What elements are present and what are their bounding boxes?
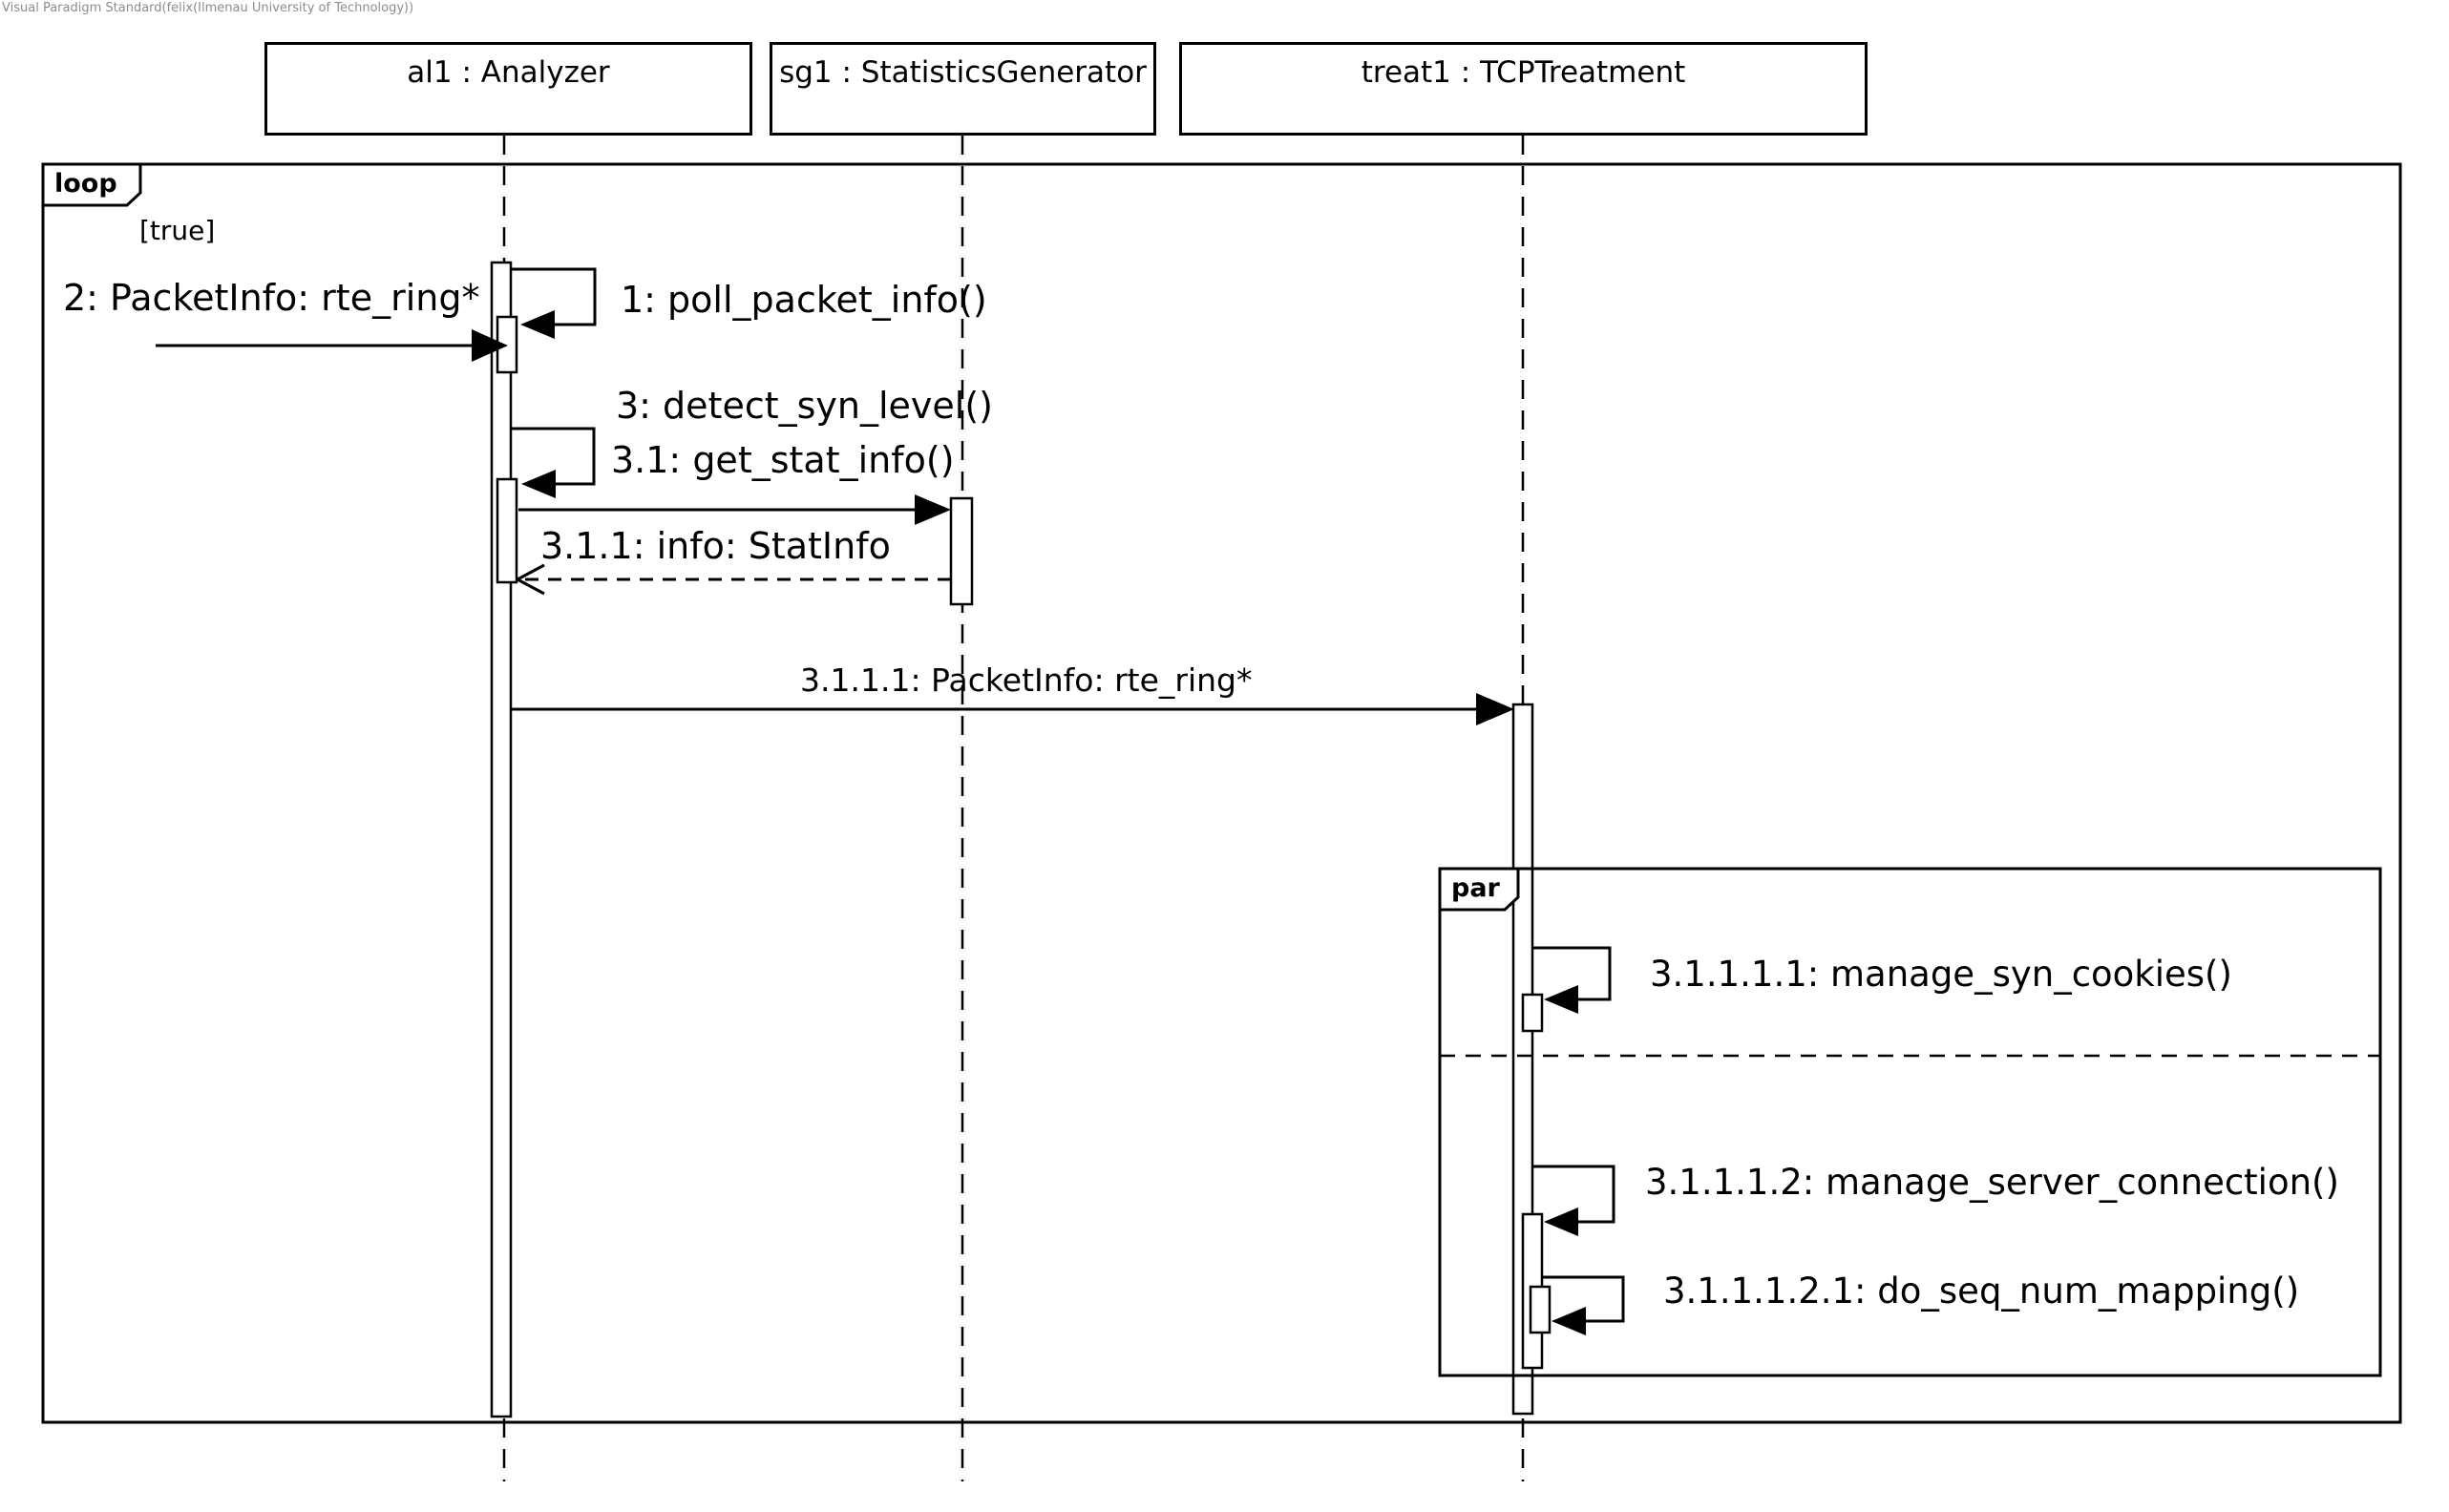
- par-fragment-frame[interactable]: [1438, 867, 2382, 1377]
- message-3-1-1-1-2-1-label[interactable]: 3.1.1.1.2.1: do_seq_num_mapping(): [1663, 1270, 2300, 1312]
- lifeline-head-treat1[interactable]: treat1 : TCPTreatment: [1179, 42, 1868, 136]
- activation-sg1[interactable]: [949, 496, 974, 606]
- message-3-1-1-open-arrowhead-icon: [517, 563, 545, 596]
- par-operator-pentagon: [1438, 867, 1520, 912]
- activation-al1-nested-2[interactable]: [496, 477, 518, 584]
- message-2-label[interactable]: 2: PacketInfo: rte_ring*: [63, 277, 480, 319]
- message-1-label[interactable]: 1: poll_packet_info(): [621, 279, 987, 321]
- message-3-1-1-1-label[interactable]: 3.1.1.1: PacketInfo: rte_ring*: [800, 662, 1253, 699]
- message-3-1-1-1-2-1-line[interactable]: [1542, 1275, 1625, 1323]
- message-1-line[interactable]: [511, 267, 597, 326]
- message-3-1-1-1-arrowhead-icon: [1476, 693, 1514, 725]
- message-3-arrowhead-icon: [521, 470, 556, 498]
- message-3-label[interactable]: 3: detect_syn_level(): [616, 385, 994, 427]
- message-3-1-label[interactable]: 3.1: get_stat_info(): [611, 439, 955, 481]
- message-3-1-1-1-2-label[interactable]: 3.1.1.1.2: manage_server_connection(): [1645, 1162, 2339, 1203]
- lifeline-head-sg1[interactable]: sg1 : StatisticsGenerator: [770, 42, 1156, 136]
- message-3-1-1-1-2-arrowhead-icon: [1544, 1208, 1578, 1236]
- watermark: Visual Paradigm Standard(felix(Ilmenau U…: [2, 1, 414, 15]
- loop-operator-label: loop: [54, 169, 117, 199]
- message-3-1-1-1-1-arrowhead-icon: [1544, 985, 1578, 1014]
- message-1-arrowhead-icon: [520, 310, 555, 339]
- loop-operator-pentagon: [41, 162, 142, 207]
- activation-al1-main[interactable]: [490, 261, 513, 1418]
- lifeline-head-treat1-label: treat1 : TCPTreatment: [1361, 55, 1686, 90]
- message-3-line[interactable]: [511, 427, 596, 486]
- lifeline-head-al1[interactable]: al1 : Analyzer: [264, 42, 752, 136]
- lifeline-head-al1-label: al1 : Analyzer: [407, 55, 610, 90]
- message-3-1-1-1-1-line[interactable]: [1532, 946, 1612, 1001]
- loop-fragment-frame[interactable]: [41, 162, 2402, 1424]
- activation-treat1-nested-3[interactable]: [1529, 1285, 1552, 1334]
- message-3-1-1-1-1-label[interactable]: 3.1.1.1.1: manage_syn_cookies(): [1650, 954, 2232, 995]
- lifeline-head-sg1-label: sg1 : StatisticsGenerator: [779, 55, 1147, 90]
- par-operator-label: par: [1451, 873, 1500, 903]
- loop-guard-label: [true]: [139, 215, 216, 246]
- activation-treat1-nested-1[interactable]: [1521, 993, 1544, 1033]
- message-2-arrowhead-icon: [472, 329, 508, 362]
- message-3-1-arrowhead-icon: [915, 494, 951, 525]
- message-3-1-1-1-2-1-arrowhead-icon: [1552, 1307, 1586, 1335]
- message-3-1-1-label[interactable]: 3.1.1: info: StatInfo: [540, 525, 891, 567]
- message-3-1-1-1-2-line[interactable]: [1532, 1165, 1615, 1224]
